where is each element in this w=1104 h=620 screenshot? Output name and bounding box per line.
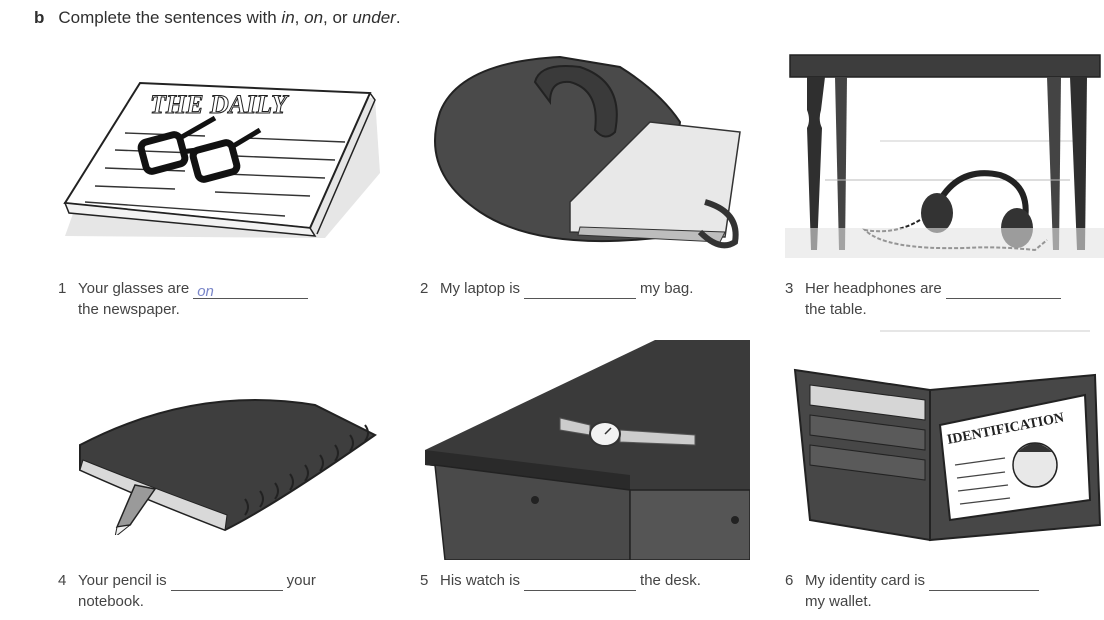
answer-blank-2[interactable] bbox=[524, 281, 637, 299]
answer-blank-6[interactable] bbox=[929, 573, 1040, 591]
desk-watch-illustration bbox=[425, 340, 750, 560]
option-under: under bbox=[352, 8, 396, 27]
newspaper-glasses-illustration: THE DAILY bbox=[63, 81, 380, 238]
newspaper-masthead: THE DAILY bbox=[150, 90, 289, 119]
glasses-icon bbox=[137, 115, 262, 183]
answer-blank-3[interactable] bbox=[945, 281, 1061, 299]
bag-laptop-illustration bbox=[434, 55, 741, 249]
background-rule bbox=[880, 140, 1080, 142]
answer-text-1: on bbox=[197, 283, 214, 300]
answer-blank-5[interactable] bbox=[524, 573, 637, 591]
wallet-id-illustration: IDENTIFICATION bbox=[793, 368, 1102, 542]
background-rule bbox=[880, 330, 1090, 332]
option-in: in bbox=[281, 8, 295, 27]
exercise-label: b bbox=[34, 8, 45, 27]
instruction-text: Complete the sentences with bbox=[58, 8, 277, 27]
answer-blank-1[interactable]: on bbox=[193, 281, 309, 300]
notebook-pencil-illustration bbox=[79, 399, 377, 535]
table-headphones-illustration bbox=[785, 54, 1104, 258]
answer-blank-4[interactable] bbox=[170, 573, 283, 591]
pencil-icon bbox=[114, 484, 157, 535]
watch-icon bbox=[559, 417, 696, 447]
option-on: on bbox=[304, 8, 324, 27]
